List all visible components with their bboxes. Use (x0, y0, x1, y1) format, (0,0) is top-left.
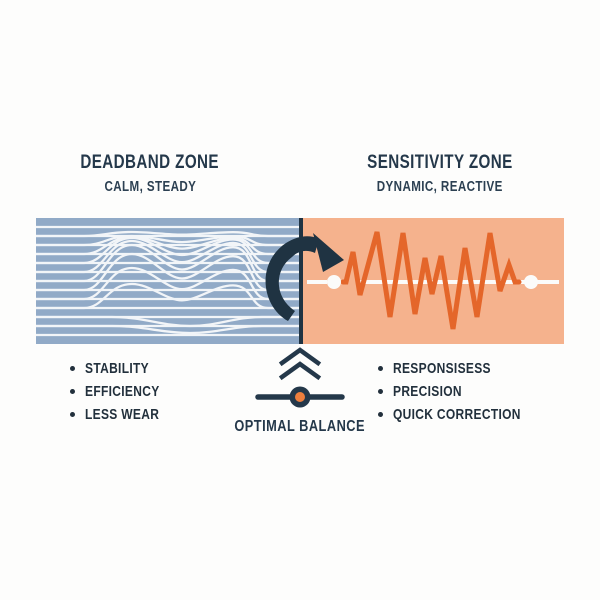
trait-item: LESS WEAR (70, 403, 178, 426)
deadband-zone-title: DEADBAND ZONE (80, 152, 220, 173)
trait-item: STABILITY (70, 357, 178, 380)
optimal-balance-label: OPTIMAL BALANCE (234, 418, 366, 435)
spiky-signal-line (340, 231, 522, 330)
chevron-up-icon (278, 361, 322, 381)
sensitivity-trait-list: RESPONSISESS PRECISION QUICK CORRECTION (378, 357, 553, 426)
bullet-icon (70, 366, 75, 371)
sensitivity-zone-title: SENSITIVITY ZONE (367, 152, 513, 173)
deadband-zone-header: DEADBAND ZONE CALM, STEADY (25, 152, 275, 197)
comparison-band (0, 218, 600, 344)
deadband-zone-subtitle: CALM, STEADY (104, 179, 196, 195)
trait-item: PRECISION (378, 380, 553, 403)
sensitivity-zone-header: SENSITIVITY ZONE DYNAMIC, REACTIVE (330, 152, 550, 197)
sensitivity-zone-subtitle: DYNAMIC, REACTIVE (376, 179, 504, 195)
optimal-balance-widget (255, 347, 345, 408)
deadband-trait-list: STABILITY EFFICIENCY LESS WEAR (70, 357, 178, 426)
trait-item: QUICK CORRECTION (378, 403, 553, 426)
bullet-icon (378, 366, 383, 371)
chevron-up-icon (278, 347, 322, 367)
bullet-icon (70, 412, 75, 417)
bullet-icon (378, 412, 383, 417)
trait-item: EFFICIENCY (70, 380, 178, 403)
balance-knob-accent-dot (295, 392, 305, 402)
signal-endpoint-dot-left (327, 275, 341, 289)
signal-endpoint-dot-right (524, 275, 538, 289)
volatile-waveform-graphic (303, 218, 564, 344)
calm-waves-graphic (36, 218, 299, 344)
bullet-icon (378, 389, 383, 394)
trait-item: RESPONSISESS (378, 357, 553, 380)
bullet-icon (70, 389, 75, 394)
